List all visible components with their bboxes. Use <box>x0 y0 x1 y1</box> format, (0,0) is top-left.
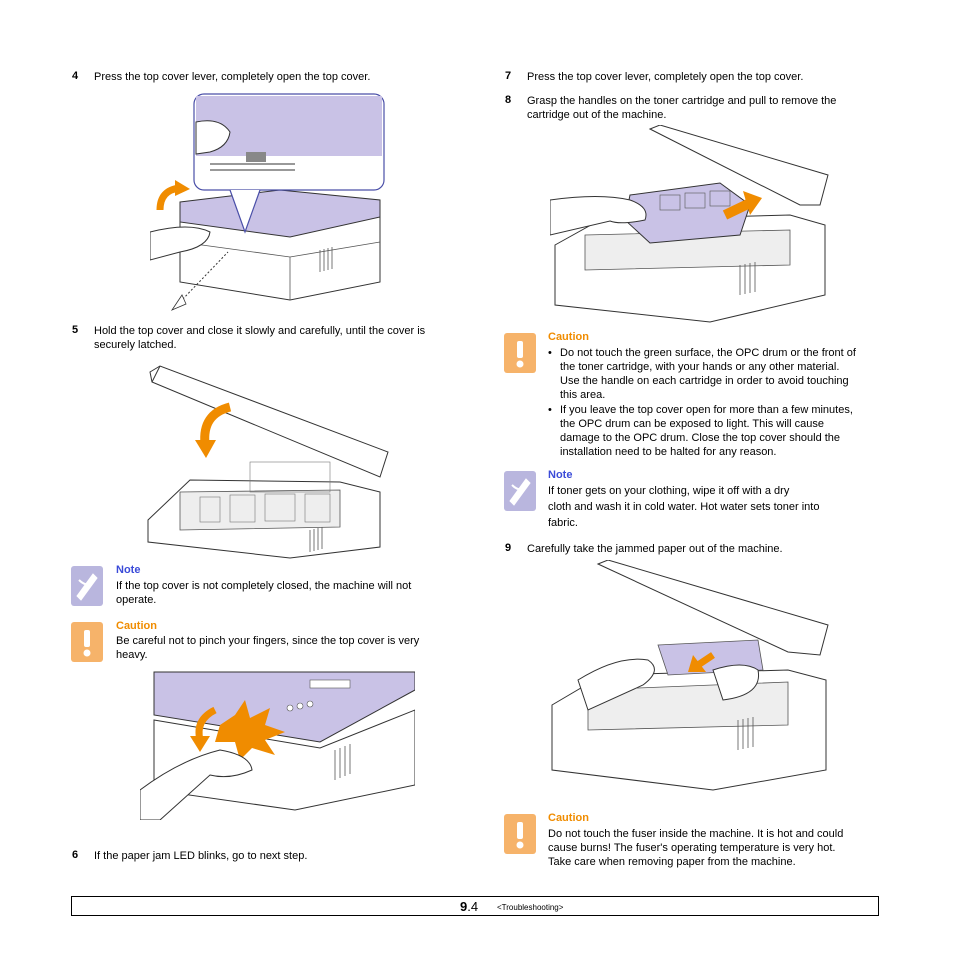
step-7-number: 7 <box>505 70 512 82</box>
remove-paper-illustration <box>551 560 829 791</box>
right-note-line3: fabric. <box>548 517 578 529</box>
step-4-number: 4 <box>72 70 79 82</box>
page-number: 9.4 <box>460 899 478 914</box>
note-icon <box>504 471 536 511</box>
caution1-b2-line1: If you leave the top cover open for more… <box>560 404 853 416</box>
step-9-number: 9 <box>505 542 512 554</box>
page-footer: 9.4 <Troubleshooting> <box>71 896 879 916</box>
right-caution2-line3: Take care when removing paper from the m… <box>548 856 796 868</box>
bullet-dot: • <box>548 347 552 359</box>
page-number-minor: .4 <box>467 899 479 914</box>
remove-cartridge-illustration <box>550 125 829 323</box>
section-name: <Troubleshooting> <box>497 903 564 912</box>
step-6-text: If the paper jam LED blinks, go to next … <box>94 850 308 862</box>
caution1-b1-line4: this area. <box>560 389 606 401</box>
left-caution-line2: heavy. <box>116 649 148 661</box>
left-note-line2: operate. <box>116 594 157 606</box>
step-5-line1: Hold the top cover and close it slowly a… <box>94 325 426 337</box>
close-cover-illustration <box>147 365 389 559</box>
step-5-line2: securely latched. <box>94 339 177 351</box>
left-caution-label: Caution <box>116 620 157 632</box>
caution1-b1-line2: the toner cartridge, with your hands or … <box>560 361 840 373</box>
open-cover-illustration <box>150 93 385 311</box>
right-caution2-line2: cause burns! The fuser's operating tempe… <box>548 842 836 854</box>
step-4-text: Press the top cover lever, completely op… <box>94 71 371 83</box>
caution1-b2-line2: the OPC drum can be exposed to light. Th… <box>560 418 824 430</box>
bullet-dot: • <box>548 404 552 416</box>
right-caution2-label: Caution <box>548 812 589 824</box>
caution-icon <box>504 814 536 854</box>
right-note-line1: If toner gets on your clothing, wipe it … <box>548 485 790 497</box>
page-number-major: 9 <box>460 899 468 914</box>
caution1-b1-line1: Do not touch the green surface, the OPC … <box>560 347 856 359</box>
right-note-label: Note <box>548 469 573 481</box>
step-7-text: Press the top cover lever, completely op… <box>527 71 804 83</box>
left-note-line1: If the top cover is not completely close… <box>116 580 412 592</box>
caution1-b1-line3: Use the handle on each cartridge in orde… <box>560 375 849 387</box>
right-note-line2: cloth and wash it in cold water. Hot wat… <box>548 501 820 513</box>
pinch-warning-illustration <box>140 671 415 820</box>
caution-icon <box>71 622 103 662</box>
caution-icon <box>504 333 536 373</box>
step-6-number: 6 <box>72 849 79 861</box>
step-8-line1: Grasp the handles on the toner cartridge… <box>527 95 837 107</box>
caution1-b2-line3: damage to the OPC drum. Close the top co… <box>560 432 841 444</box>
step-8-number: 8 <box>505 94 512 106</box>
step-9-text: Carefully take the jammed paper out of t… <box>527 543 783 555</box>
step-8-line2: cartridge out of the machine. <box>527 109 667 121</box>
right-caution1-label: Caution <box>548 331 589 343</box>
left-caution-line1: Be careful not to pinch your fingers, si… <box>116 635 420 647</box>
left-note-label: Note <box>116 564 141 576</box>
step-5-number: 5 <box>72 324 79 336</box>
note-icon <box>71 566 103 606</box>
right-caution2-line1: Do not touch the fuser inside the machin… <box>548 828 844 840</box>
caution1-b2-line4: installation need to be halted for any r… <box>560 446 777 458</box>
